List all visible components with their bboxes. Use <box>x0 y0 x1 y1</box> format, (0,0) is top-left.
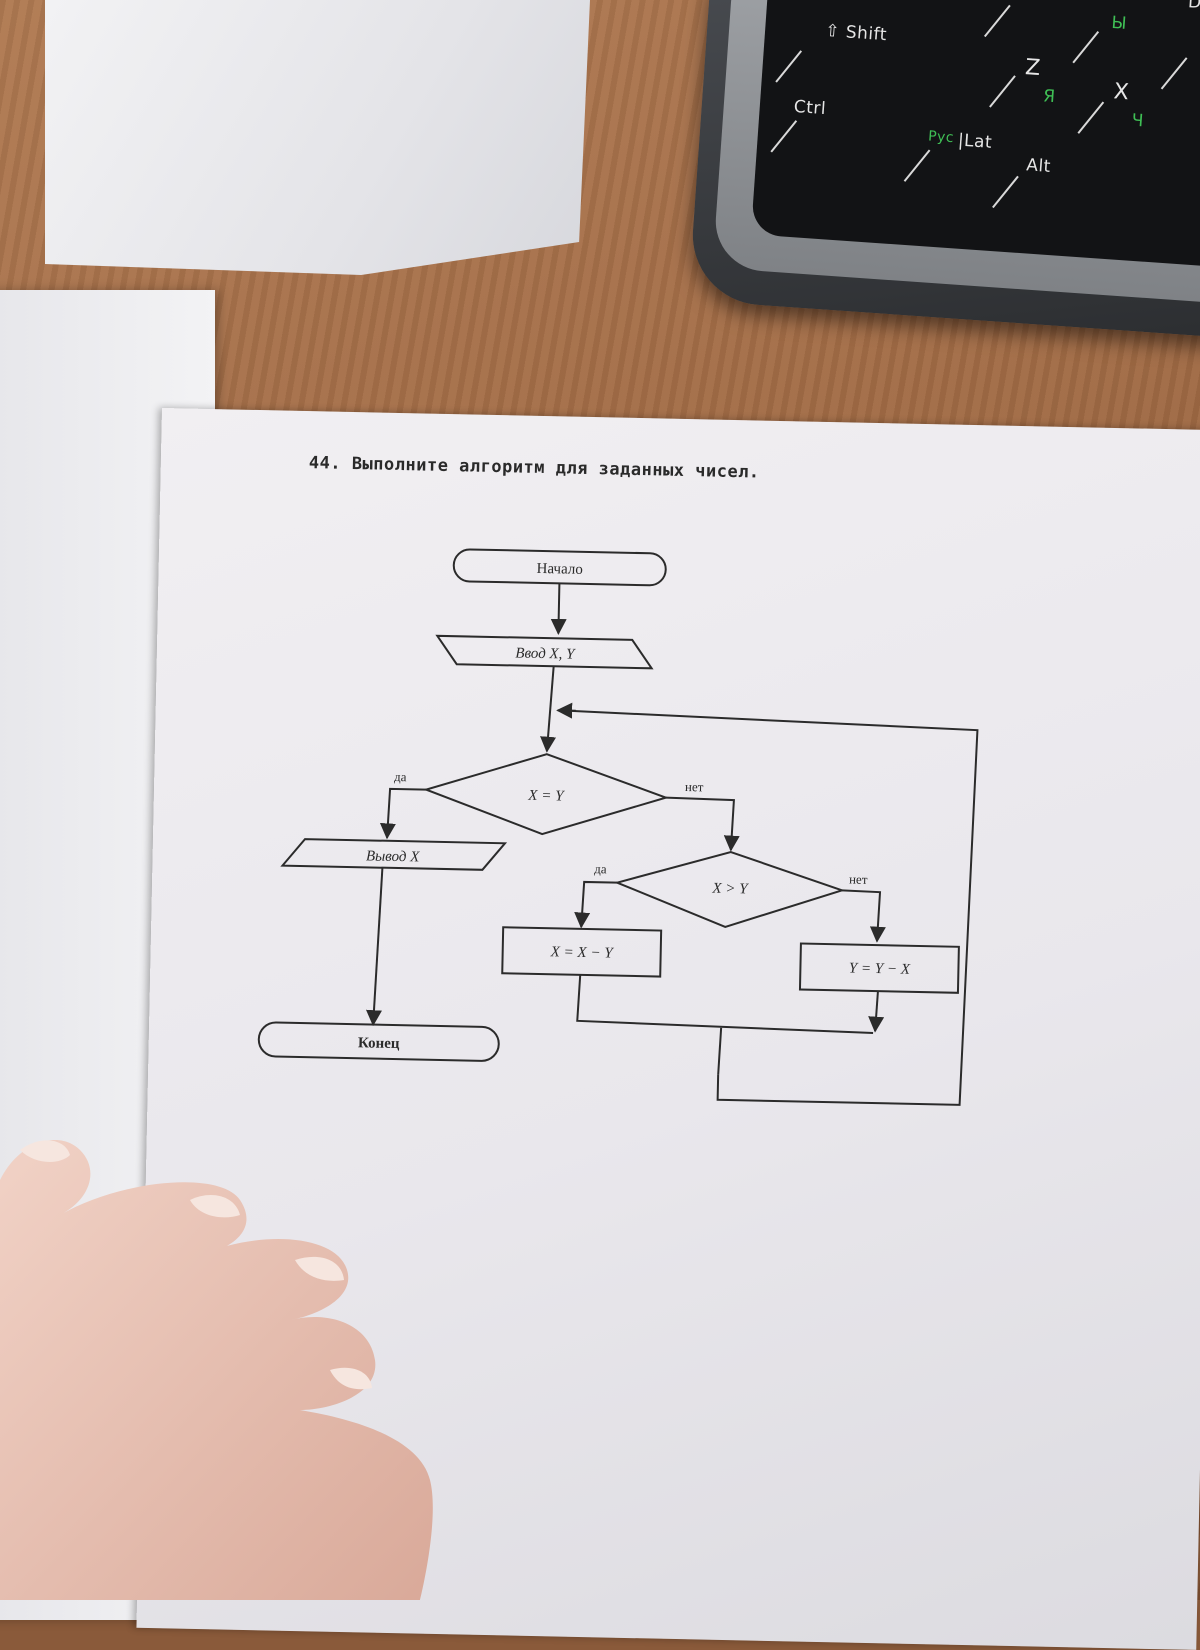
key-ch: Ч <box>1131 111 1145 132</box>
key-alt: Alt <box>1026 155 1052 177</box>
hand <box>0 1120 480 1600</box>
branch-yes-line <box>387 789 426 839</box>
branch2-yes-line <box>581 882 617 928</box>
cond1-yes-label: да <box>394 769 407 784</box>
branch-no-line <box>665 798 734 850</box>
key-shift: ⇧ Shift <box>825 21 888 45</box>
cond2-no-label: нет <box>849 871 868 886</box>
output-label: Вывод X <box>366 848 421 865</box>
key-rus: Рус <box>928 128 955 146</box>
cond1-label: X = Y <box>527 788 565 805</box>
merge-right-arrow <box>875 991 878 1031</box>
key-divider <box>770 120 797 152</box>
start-label: Начало <box>536 561 583 578</box>
key-d: D <box>1187 0 1200 13</box>
merge-left-line <box>577 975 874 1033</box>
cond2-yes-label: да <box>594 861 607 876</box>
key-x: X <box>1113 79 1130 105</box>
arrow-start-input <box>558 583 559 633</box>
key-ya: Я <box>1043 86 1057 107</box>
arrow-input-cond1 <box>547 666 554 751</box>
key-divider <box>1161 57 1188 89</box>
arrow-output-end <box>373 868 382 1025</box>
input-label: Ввод X, Y <box>515 645 576 662</box>
assign-x-label: X = X − Y <box>550 944 615 961</box>
key-z: Z <box>1024 55 1041 81</box>
key-ctrl: Ctrl <box>793 97 827 119</box>
key-divider <box>984 5 1011 37</box>
merge-down-line <box>718 1028 721 1075</box>
loop-return-line <box>553 710 978 1105</box>
end-label: Конец <box>358 1035 400 1052</box>
photo-scene: ⇧ Shift Ctrl Рус |Lat Alt Z Я X Ч Ф Ы D … <box>0 0 1200 1600</box>
keyboard: ⇧ Shift Ctrl Рус |Lat Alt Z Я X Ч Ф Ы D <box>688 0 1200 339</box>
key-divider <box>992 176 1019 208</box>
key-divider <box>904 149 931 181</box>
scrap-paper <box>45 0 590 275</box>
assign-y-label: Y = Y − X <box>849 961 911 978</box>
cond1-no-label: нет <box>685 779 704 794</box>
key-divider <box>775 50 802 82</box>
key-y: Ы <box>1111 13 1128 34</box>
key-divider <box>1077 102 1104 134</box>
branch2-no-line <box>841 890 880 941</box>
cond2-label: X > Y <box>711 881 749 898</box>
key-lat: |Lat <box>957 130 993 152</box>
key-divider <box>1072 31 1099 63</box>
keyboard-keys: ⇧ Shift Ctrl Рус |Lat Alt Z Я X Ч Ф Ы D <box>751 0 1200 271</box>
key-divider <box>989 75 1016 107</box>
